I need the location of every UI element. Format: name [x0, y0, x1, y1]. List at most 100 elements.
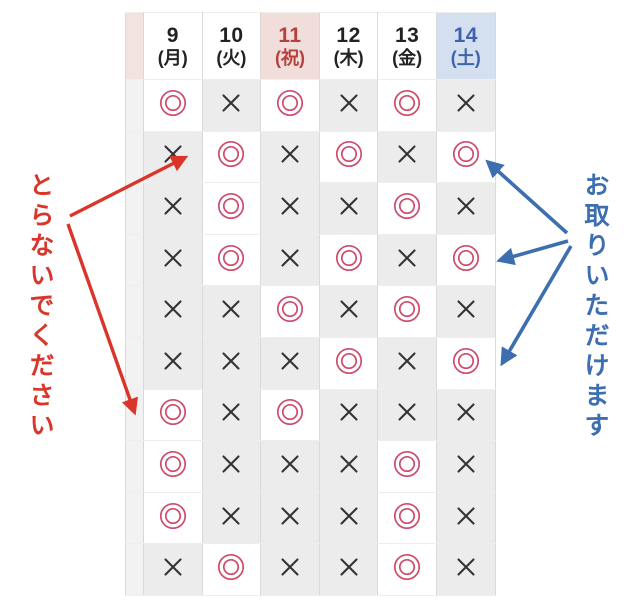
availability-cell-9-r2[interactable]: [143, 130, 203, 184]
cross-icon: [277, 348, 303, 374]
double-circle-icon: [275, 397, 305, 427]
table-row: [125, 233, 496, 287]
row-gutter-cell: [125, 79, 144, 132]
cross-icon: [277, 141, 303, 167]
availability-cell-10-r3[interactable]: [201, 182, 262, 235]
availability-cell-11-r2[interactable]: [260, 130, 320, 184]
availability-cell-11-r10[interactable]: [260, 543, 320, 596]
cross-icon: [160, 193, 186, 219]
header-day-number: 11: [278, 23, 302, 47]
availability-cell-12-r2[interactable]: [318, 130, 379, 184]
availability-cell-14-r10[interactable]: [435, 543, 496, 596]
availability-cell-12-r6[interactable]: [318, 336, 379, 390]
availability-cell-13-r6[interactable]: [377, 336, 437, 390]
double-circle-icon: [392, 552, 422, 582]
availability-cell-10-r1[interactable]: [201, 79, 262, 132]
availability-cell-13-r9[interactable]: [377, 491, 437, 545]
availability-cell-10-r8[interactable]: [201, 440, 262, 493]
table-row: [125, 130, 496, 184]
double-circle-icon: [216, 191, 246, 221]
availability-cell-13-r1[interactable]: [377, 79, 437, 132]
availability-cell-9-r7[interactable]: [143, 388, 203, 442]
availability-cell-9-r3[interactable]: [143, 182, 203, 235]
availability-cell-11-r7[interactable]: [260, 388, 320, 442]
cross-icon: [218, 348, 244, 374]
double-circle-icon: [334, 139, 364, 169]
availability-cell-14-r9[interactable]: [435, 491, 496, 545]
availability-cell-12-r1[interactable]: [318, 79, 379, 132]
cross-icon: [453, 193, 479, 219]
availability-cell-9-r10[interactable]: [143, 543, 203, 596]
availability-cell-13-r7[interactable]: [377, 388, 437, 442]
availability-cell-9-r4[interactable]: [143, 233, 203, 287]
availability-cell-10-r5[interactable]: [201, 285, 262, 338]
cross-icon: [453, 296, 479, 322]
header-day-12: 12(木): [318, 12, 379, 80]
header-day-of-week: (月): [157, 48, 188, 69]
availability-table: 9(月)10(火)11(祝)12(木)13(金)14(土): [125, 12, 496, 596]
cross-icon: [336, 554, 362, 580]
table-row: [125, 491, 496, 545]
availability-cell-13-r5[interactable]: [377, 285, 437, 338]
availability-cell-11-r4[interactable]: [260, 233, 320, 287]
availability-cell-14-r8[interactable]: [435, 440, 496, 493]
table-row: [125, 285, 496, 338]
availability-cell-11-r5[interactable]: [260, 285, 320, 338]
availability-cell-13-r3[interactable]: [377, 182, 437, 235]
availability-cell-11-r3[interactable]: [260, 182, 320, 235]
availability-cell-14-r4[interactable]: [435, 233, 496, 287]
availability-cell-9-r8[interactable]: [143, 440, 203, 493]
header-day-number: 9: [166, 23, 179, 47]
availability-cell-9-r5[interactable]: [143, 285, 203, 338]
availability-cell-14-r1[interactable]: [435, 79, 496, 132]
availability-cell-9-r9[interactable]: [143, 491, 203, 545]
cross-icon: [277, 503, 303, 529]
availability-cell-10-r10[interactable]: [201, 543, 262, 596]
availability-cell-13-r4[interactable]: [377, 233, 437, 287]
cross-icon: [394, 245, 420, 271]
availability-cell-12-r7[interactable]: [318, 388, 379, 442]
availability-cell-10-r6[interactable]: [201, 336, 262, 390]
availability-cell-14-r6[interactable]: [435, 336, 496, 390]
double-circle-icon: [216, 139, 246, 169]
availability-cell-11-r9[interactable]: [260, 491, 320, 545]
availability-cell-9-r6[interactable]: [143, 336, 203, 390]
availability-cell-13-r8[interactable]: [377, 440, 437, 493]
availability-cell-11-r8[interactable]: [260, 440, 320, 493]
table-body: [125, 79, 496, 596]
availability-cell-12-r5[interactable]: [318, 285, 379, 338]
header-day-10: 10(火): [201, 12, 262, 80]
cross-icon: [218, 90, 244, 116]
availability-cell-11-r1[interactable]: [260, 79, 320, 132]
availability-cell-12-r3[interactable]: [318, 182, 379, 235]
availability-cell-9-r1[interactable]: [143, 79, 203, 132]
availability-cell-14-r2[interactable]: [435, 130, 496, 184]
header-row: 9(月)10(火)11(祝)12(木)13(金)14(土): [125, 12, 496, 80]
blue-arrow-lower: [500, 245, 573, 367]
row-gutter-cell: [125, 182, 144, 235]
availability-cell-12-r9[interactable]: [318, 491, 379, 545]
availability-cell-14-r3[interactable]: [435, 182, 496, 235]
cross-icon: [336, 451, 362, 477]
double-circle-icon: [392, 294, 422, 324]
availability-cell-13-r10[interactable]: [377, 543, 437, 596]
availability-cell-11-r6[interactable]: [260, 336, 320, 390]
availability-cell-12-r10[interactable]: [318, 543, 379, 596]
availability-cell-12-r4[interactable]: [318, 233, 379, 287]
cross-icon: [218, 296, 244, 322]
cross-icon: [336, 399, 362, 425]
availability-cell-10-r2[interactable]: [201, 130, 262, 184]
header-day-number: 10: [219, 23, 244, 47]
availability-cell-10-r4[interactable]: [201, 233, 262, 287]
availability-cell-14-r5[interactable]: [435, 285, 496, 338]
availability-cell-14-r7[interactable]: [435, 388, 496, 442]
availability-cell-13-r2[interactable]: [377, 130, 437, 184]
availability-cell-12-r8[interactable]: [318, 440, 379, 493]
table-row: [125, 440, 496, 493]
availability-cell-10-r7[interactable]: [201, 388, 262, 442]
row-gutter-cell: [125, 336, 144, 390]
availability-cell-10-r9[interactable]: [201, 491, 262, 545]
table-row: [125, 388, 496, 442]
header-day-9: 9(月): [143, 12, 203, 80]
